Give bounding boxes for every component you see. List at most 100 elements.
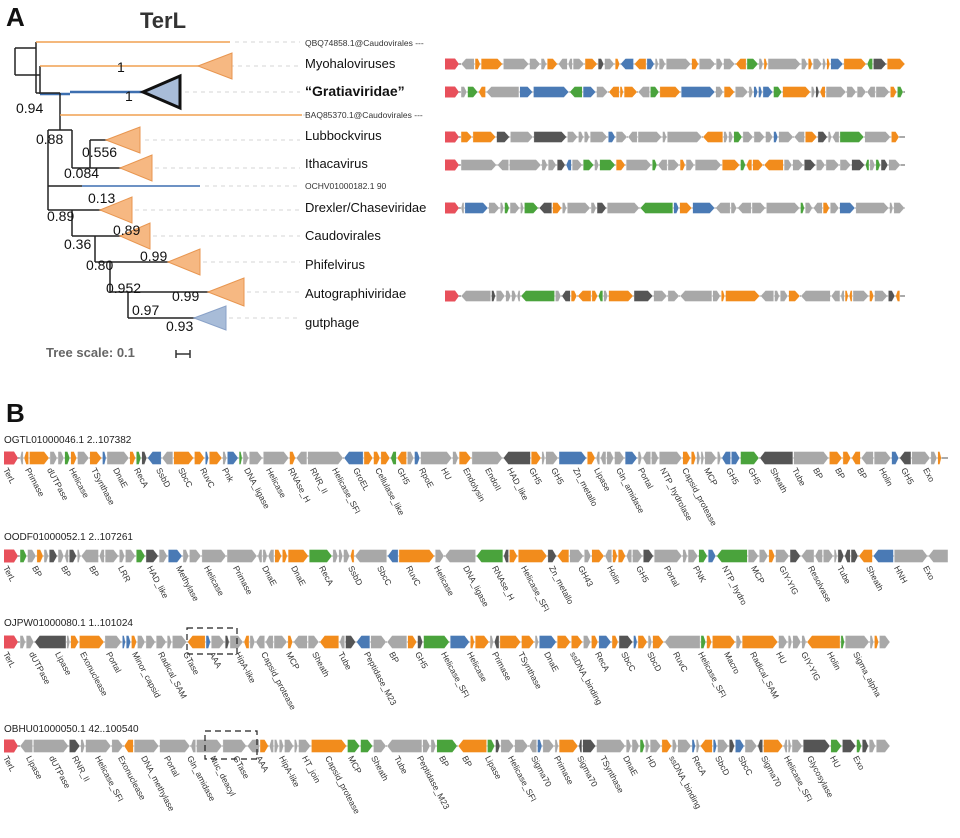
collapsed-clade-ithacavirus bbox=[118, 154, 153, 182]
gene-arrow bbox=[888, 159, 901, 171]
gene-arrow bbox=[537, 739, 543, 753]
gene-arrow bbox=[792, 159, 804, 171]
gene-arrow bbox=[287, 549, 309, 563]
gene-arrow bbox=[541, 451, 546, 465]
gene-arrow bbox=[721, 159, 740, 171]
gene-arrow bbox=[561, 290, 571, 302]
gene-arrow bbox=[528, 739, 537, 753]
gene-arrow bbox=[685, 159, 695, 171]
gene-arrow bbox=[57, 549, 65, 563]
gene-arrow bbox=[775, 549, 790, 563]
gene-arrow bbox=[737, 202, 752, 214]
gene-arrow bbox=[874, 290, 888, 302]
gene-arrow bbox=[667, 131, 703, 143]
gene-arrow bbox=[396, 451, 407, 465]
gene-arrow bbox=[49, 451, 58, 465]
clade-label-ithacavirus: Ithacavirus bbox=[305, 156, 368, 171]
gene-arrow bbox=[168, 549, 183, 563]
gene-arrow bbox=[832, 131, 840, 143]
gene-arrow bbox=[731, 451, 740, 465]
highlight-box-obhu bbox=[204, 730, 258, 760]
gene-arrow-terl bbox=[445, 290, 459, 302]
gene-arrow bbox=[529, 58, 541, 70]
gene-arrow bbox=[653, 290, 668, 302]
gene-arrow bbox=[23, 451, 29, 465]
gene-arrow bbox=[430, 739, 437, 753]
gene-arrow bbox=[856, 739, 862, 753]
gene-arrow bbox=[547, 549, 557, 563]
support-value: 0.13 bbox=[88, 190, 116, 206]
gene-arrow bbox=[654, 549, 683, 563]
gene-arrow bbox=[665, 58, 692, 70]
gene-arrow bbox=[773, 86, 783, 98]
gene-arrow bbox=[19, 635, 26, 649]
gene-arrow bbox=[491, 290, 496, 302]
gene-arrow bbox=[102, 451, 107, 465]
gene-arrow bbox=[800, 202, 805, 214]
gene-arrow bbox=[679, 290, 713, 302]
gene-arrow bbox=[49, 549, 58, 563]
gene-arrow bbox=[555, 290, 562, 302]
gene-arrow bbox=[827, 131, 832, 143]
gene-arrow bbox=[823, 549, 834, 563]
clade-label-phifelvirus: Phifelvirus bbox=[305, 257, 365, 272]
gene-arrow bbox=[742, 131, 754, 143]
gene-arrow bbox=[608, 290, 634, 302]
gene-arrow bbox=[29, 451, 50, 465]
gene-arrow bbox=[27, 549, 37, 563]
gene-arrow bbox=[787, 635, 793, 649]
gene-arrow bbox=[595, 451, 600, 465]
gene-arrow bbox=[514, 739, 529, 753]
gene-arrow bbox=[474, 58, 481, 70]
gene-arrow bbox=[765, 131, 774, 143]
support-value: 0.084 bbox=[64, 165, 100, 181]
gene-arrow bbox=[911, 451, 931, 465]
gene-arrow bbox=[758, 86, 763, 98]
gene-arrow bbox=[793, 131, 805, 143]
gene-arrow bbox=[267, 549, 275, 563]
gene-arrow bbox=[652, 159, 658, 171]
clade-label-baq: BAQ85370.1@Caudovirales --- bbox=[305, 110, 423, 120]
gene-arrow bbox=[460, 131, 473, 143]
gene-arrow bbox=[407, 451, 414, 465]
gene-arrow bbox=[386, 635, 408, 649]
gene-arrow bbox=[386, 739, 423, 753]
gene-arrow bbox=[812, 58, 823, 70]
gene-arrow bbox=[652, 635, 664, 649]
gene-arrow bbox=[69, 549, 77, 563]
gene-arrow bbox=[650, 86, 660, 98]
gene-arrow bbox=[633, 290, 654, 302]
gene-arrow bbox=[387, 549, 399, 563]
gene-arrow bbox=[289, 451, 296, 465]
gene-arrow bbox=[886, 58, 906, 70]
gene-arrow bbox=[503, 549, 509, 563]
gene-arrow bbox=[618, 635, 633, 649]
gene-arrow bbox=[474, 635, 490, 649]
gene-arrow bbox=[826, 58, 831, 70]
gene-arrow bbox=[43, 549, 49, 563]
gene-arrow bbox=[702, 131, 724, 143]
clade-label-ochv: OCHV01000182.1 90 bbox=[305, 181, 387, 191]
gene-arrow bbox=[735, 635, 742, 649]
gene-arrow bbox=[19, 451, 24, 465]
gene-arrow bbox=[830, 290, 841, 302]
gene-arrow bbox=[594, 159, 600, 171]
gene-arrow bbox=[707, 549, 717, 563]
gene-arrow bbox=[700, 635, 707, 649]
gene-arrow bbox=[520, 202, 524, 214]
gene-arrow bbox=[521, 635, 535, 649]
gene-arrow bbox=[766, 202, 800, 214]
gene-arrow bbox=[77, 451, 90, 465]
gene-arrow bbox=[704, 451, 717, 465]
gene-arrow bbox=[763, 58, 768, 70]
gene-arrow bbox=[787, 739, 792, 753]
gene-arrow bbox=[868, 739, 876, 753]
gene-arrow bbox=[487, 739, 495, 753]
gene-arrow bbox=[852, 290, 869, 302]
gene-arrow bbox=[417, 635, 423, 649]
gene-arrow bbox=[679, 159, 686, 171]
gene-arrow bbox=[269, 739, 274, 753]
gene-arrow bbox=[343, 549, 350, 563]
gene-arrow bbox=[746, 159, 753, 171]
gene-arrow bbox=[851, 451, 861, 465]
